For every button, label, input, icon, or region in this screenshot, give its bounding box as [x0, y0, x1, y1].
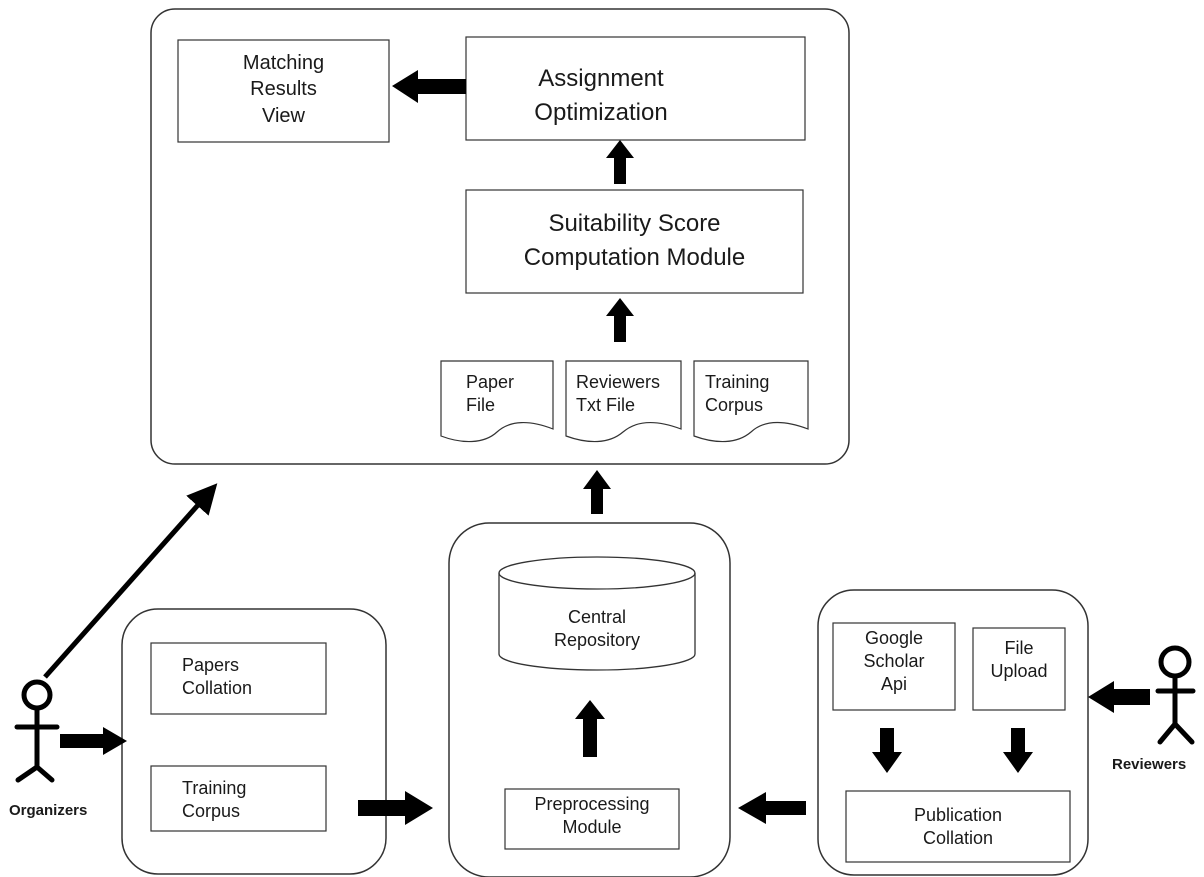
central-repository-label: Central Repository: [553, 607, 641, 651]
preprocessing-module-label: Preprocessing Module: [534, 794, 650, 838]
arrow-to-suitability-score: [606, 298, 634, 342]
central-repository-container: [448, 522, 731, 877]
reviewers-txt-file-doc-icon: [565, 360, 682, 443]
arrow-reviewers-inputs-to-central: [738, 792, 806, 824]
training-corpus-box: [150, 765, 327, 832]
arrow-to-assignment-optimization: [606, 140, 634, 184]
paper-file-label: Paper File: [466, 372, 515, 416]
training-corpus-label: Training Corpus: [182, 778, 247, 822]
central-repository-cylinder: [498, 573, 696, 671]
arrow-organizers-to-inputs: [60, 727, 127, 755]
reviewers-actor-icon: [1155, 645, 1196, 745]
reviewers-txt-file-label: Reviewers Txt File: [576, 372, 661, 416]
papers-collation-box: [150, 642, 327, 715]
training-corpus-doc-label: Training Corpus: [705, 372, 770, 416]
arrow-to-matching-results: [392, 70, 466, 103]
papers-collation-label: Papers Collation: [182, 655, 253, 699]
preprocessing-module-box: [504, 788, 680, 850]
suitability-score-label: Suitability Score Computation Module: [523, 210, 746, 272]
paper-file-doc-icon: [440, 360, 554, 443]
file-upload-box: [972, 627, 1066, 711]
training-corpus-doc-icon: [693, 360, 809, 443]
arrow-upload-to-publication: [1003, 728, 1033, 773]
organizers-input-container: [121, 608, 387, 875]
matching-system-container: [150, 8, 850, 465]
matching-results-view-box: [177, 39, 390, 143]
matching-results-view-label: Matching Results View: [242, 52, 325, 127]
google-scholar-api-label: Google Scholar Api: [863, 628, 925, 695]
publication-collation-box: [845, 790, 1071, 863]
arrow-preprocessing-to-repository: [575, 700, 605, 757]
file-upload-label: File Upload: [990, 638, 1048, 682]
reviewers-input-container: [817, 589, 1089, 876]
google-scholar-api-box: [832, 622, 956, 711]
arrow-repository-to-system: [583, 470, 611, 514]
assignment-optimization-label: Assignment Optimization: [534, 65, 668, 127]
arrow-inputs-to-central: [358, 791, 433, 825]
central-repository-cylinder-top: [498, 556, 696, 590]
arrow-organizers-to-system: [43, 483, 218, 679]
organizers-label: Organizers: [9, 802, 88, 819]
arrow-reviewers-to-inputs: [1088, 681, 1150, 713]
arrow-scholar-to-publication: [872, 728, 902, 773]
reviewers-label: Reviewers: [1112, 756, 1187, 773]
organizers-actor-icon: [14, 679, 60, 783]
suitability-score-box: [465, 189, 804, 294]
publication-collation-label: Publication Collation: [913, 805, 1003, 849]
